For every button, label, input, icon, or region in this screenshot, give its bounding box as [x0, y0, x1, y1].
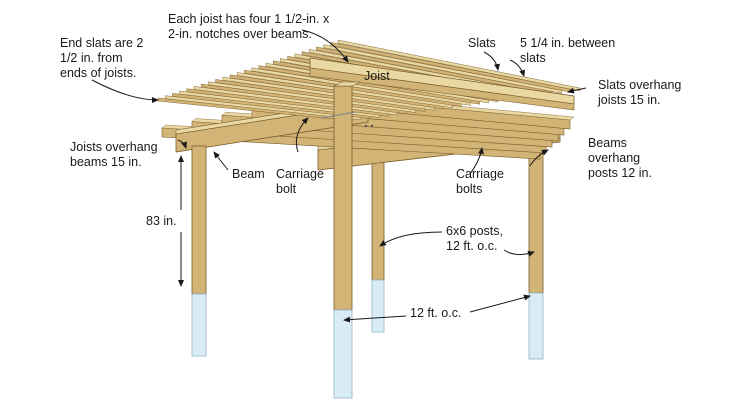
slats-overhang-line-1: Slats overhang: [598, 78, 682, 92]
carriage-bolt-line-1: Carriage: [276, 167, 324, 181]
post-back-left: [371, 159, 385, 333]
posts-line-2: 12 ft. o.c.: [446, 239, 498, 253]
post-front-left: [191, 145, 207, 357]
joists-overhang-line-1: Joists overhang: [70, 140, 158, 154]
joist-notches-line-2: 2-in. notches over beams.: [168, 27, 312, 41]
carriage-bolts-label: Carriage bolts: [456, 167, 504, 197]
joists-overhang-line-2: beams 15 in.: [70, 155, 142, 169]
carriage-bolt-line-2: bolt: [276, 182, 297, 196]
leader-arrows: [91, 29, 587, 323]
carriage-bolt-marks: [319, 111, 374, 128]
joists-overhang-label: Joists overhang beams 15 in.: [70, 140, 158, 170]
beam-label: Beam: [232, 167, 265, 181]
joist-notches-label: Each joist has four 1 1/2-in. x 2-in. no…: [168, 12, 329, 42]
beams-overhang-label: Beams overhang posts 12 in.: [588, 136, 652, 181]
carriage-bolt-label: Carriage bolt: [276, 167, 324, 197]
carriage-bolts-line-2: bolts: [456, 182, 483, 196]
beams-overhang-line-3: posts 12 in.: [588, 166, 652, 180]
end-slats-line-1: End slats are 2: [60, 36, 144, 50]
slat-spacing-line-2: slats: [520, 51, 546, 65]
slats-label: Slats: [468, 36, 496, 50]
end-slats-label: End slats are 2 1/2 in. from ends of joi…: [60, 36, 143, 81]
slat-spacing-line-1: 5 1/4 in. between: [520, 36, 616, 50]
beams-overhang-line-2: overhang: [588, 151, 641, 165]
carriage-bolts-line-1: Carriage: [456, 167, 504, 181]
slat-spacing-label: 5 1/4 in. between slats: [520, 36, 615, 66]
end-slats-line-3: ends of joists.: [60, 66, 137, 80]
slat: [337, 39, 581, 92]
posts-label: 6x6 posts, 12 ft. o.c.: [446, 224, 503, 254]
posts-line-1: 6x6 posts,: [446, 224, 503, 238]
slats-overhang-label: Slats overhang joists 15 in.: [598, 78, 681, 108]
height-label: 83 in.: [146, 214, 177, 228]
joist-notches-line-1: Each joist has four 1 1/2-in. x: [168, 12, 330, 26]
post-spacing-label: 12 ft. o.c.: [410, 306, 462, 320]
slats-overhang-line-2: joists 15 in.: [598, 93, 661, 107]
end-slats-line-2: 1/2 in. from: [60, 51, 123, 65]
post-back-right: [528, 124, 544, 360]
joist-highlight: [309, 57, 575, 111]
joist-label: Joist: [364, 69, 390, 83]
beams-overhang-line-1: Beams: [588, 136, 627, 150]
post-front-right: [333, 81, 361, 399]
